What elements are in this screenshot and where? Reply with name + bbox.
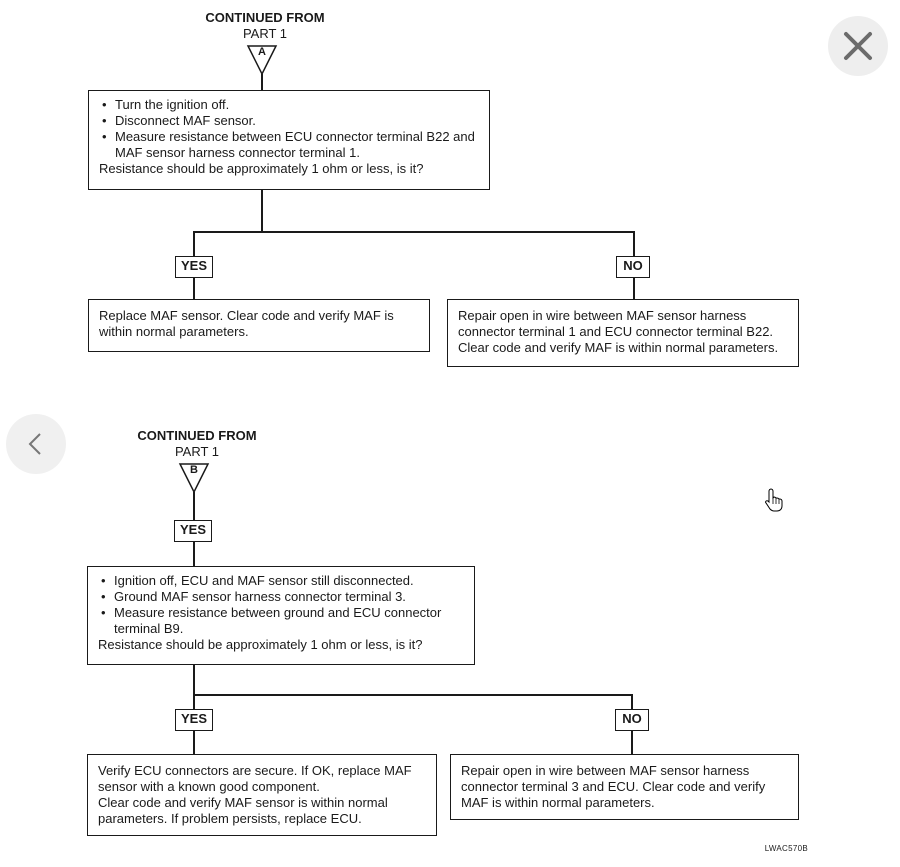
step-box-a: Turn the ignition off. Disconnect MAF se… bbox=[88, 90, 490, 190]
close-button[interactable] bbox=[828, 16, 888, 76]
yes-label-b: YES bbox=[175, 709, 213, 731]
marker-b-letter: B bbox=[190, 464, 198, 476]
part-label-b: PART 1 bbox=[174, 444, 220, 459]
step-box-b: Ignition off, ECU and MAF sensor still d… bbox=[87, 566, 475, 665]
hand-pointer-icon bbox=[765, 488, 783, 512]
step-b-3: Measure resistance between ground and EC… bbox=[101, 605, 466, 637]
figure-id: LWAC570B bbox=[764, 844, 808, 853]
connector-line bbox=[631, 694, 633, 709]
no-result-a: Repair open in wire between MAF sensor h… bbox=[458, 308, 779, 355]
no-result-box-a: Repair open in wire between MAF sensor h… bbox=[447, 299, 799, 367]
connector-line bbox=[261, 190, 263, 232]
connector-line bbox=[193, 231, 195, 256]
chevron-left-icon bbox=[28, 433, 41, 455]
connector-line bbox=[261, 74, 263, 90]
question-a: Resistance should be approximately 1 ohm… bbox=[99, 161, 424, 176]
question-b: Resistance should be approximately 1 ohm… bbox=[98, 637, 423, 652]
yes-result-box-b: Verify ECU connectors are secure. If OK,… bbox=[87, 754, 437, 836]
yes-result-b-2: Clear code and verify MAF sensor is with… bbox=[98, 795, 388, 826]
no-result-box-b: Repair open in wire between MAF sensor h… bbox=[450, 754, 799, 820]
connector-line bbox=[193, 731, 195, 754]
marker-a-letter: A bbox=[258, 46, 266, 58]
connector-line bbox=[193, 492, 195, 520]
step-a-2: Disconnect MAF sensor. bbox=[102, 113, 481, 129]
connector-line bbox=[633, 278, 635, 299]
no-label-b: NO bbox=[615, 709, 649, 731]
no-result-b: Repair open in wire between MAF sensor h… bbox=[461, 763, 766, 810]
connector-line bbox=[631, 731, 633, 754]
step-b-1: Ignition off, ECU and MAF sensor still d… bbox=[101, 573, 466, 589]
no-label-a: NO bbox=[616, 256, 650, 278]
yes-result-box-a: Replace MAF sensor. Clear code and verif… bbox=[88, 299, 430, 352]
connector-line bbox=[193, 278, 195, 299]
connector-line bbox=[633, 231, 635, 256]
connector-line bbox=[193, 665, 195, 709]
step-a-3: Measure resistance between ECU connector… bbox=[102, 129, 481, 161]
yes-result-a: Replace MAF sensor. Clear code and verif… bbox=[99, 308, 394, 339]
yes-result-b-1: Verify ECU connectors are secure. If OK,… bbox=[98, 763, 412, 794]
close-icon bbox=[844, 32, 872, 60]
continued-from-header-b: CONTINUED FROM bbox=[137, 428, 257, 443]
marker-a-triangle bbox=[246, 45, 278, 76]
branch-line-a bbox=[193, 231, 634, 233]
previous-button[interactable] bbox=[6, 414, 66, 474]
step-a-1: Turn the ignition off. bbox=[102, 97, 481, 113]
yes-label-b-entry: YES bbox=[174, 520, 212, 542]
branch-line-b bbox=[193, 694, 632, 696]
step-b-2: Ground MAF sensor harness connector term… bbox=[101, 589, 466, 605]
connector-line bbox=[193, 542, 195, 566]
yes-label-a: YES bbox=[175, 256, 213, 278]
continued-from-header-a: CONTINUED FROM bbox=[205, 10, 325, 25]
marker-b-triangle bbox=[178, 463, 210, 494]
part-label-a: PART 1 bbox=[242, 26, 288, 41]
